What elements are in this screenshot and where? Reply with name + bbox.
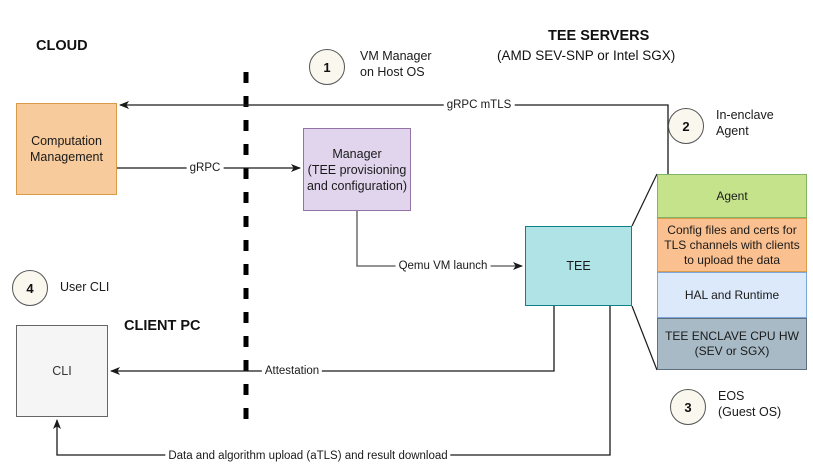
- stack-config-line3: to upload the data: [683, 252, 781, 267]
- stack-cpu-line1: TEE ENCLAVE CPU HW: [665, 329, 799, 343]
- stack-cpu-line2: (SEV or SGX): [694, 344, 770, 358]
- marker-circle-2[interactable]: 2: [668, 108, 704, 144]
- edge-attestation: [110, 306, 555, 375]
- edge-label-qemu-vm-launch: Qemu VM launch: [395, 260, 491, 272]
- heading-tee-servers: TEE SERVERS: [548, 28, 650, 44]
- box-tee[interactable]: TEE: [525, 226, 632, 306]
- box-manager[interactable]: Manager (TEE provisioning and configurat…: [303, 128, 411, 211]
- marker-1-line1: VM Manager: [360, 49, 432, 63]
- edge-label-grpc-mtls: gRPC mTLS: [443, 99, 515, 111]
- marker-2-line1: In-enclave: [716, 108, 774, 122]
- manager-line1: Manager: [332, 146, 382, 161]
- tee-label: TEE: [566, 259, 591, 273]
- marker-1-line2: on Host OS: [360, 65, 425, 80]
- edge-qemu-vm-launch: [356, 211, 523, 270]
- heading-tee-servers-subtitle: (AMD SEV-SNP or Intel SGX): [497, 48, 676, 63]
- box-cli[interactable]: CLI: [16, 325, 108, 417]
- marker-3-line2: (Guest OS): [718, 405, 782, 420]
- stack-agent-label: Agent: [716, 188, 748, 203]
- stack-layer-tee-enclave-cpu-hw[interactable]: TEE ENCLAVE CPU HW (SEV or SGX): [657, 318, 807, 370]
- cli-label: CLI: [52, 364, 72, 378]
- marker-3-number: 3: [684, 399, 692, 415]
- marker-4-number: 4: [26, 280, 34, 296]
- marker-circle-3[interactable]: 3: [670, 389, 706, 425]
- computation-management-line1: Computation: [31, 134, 102, 148]
- heading-cloud: CLOUD: [36, 38, 88, 54]
- edge-label-grpc: gRPC: [186, 162, 224, 174]
- marker-1-number: 1: [323, 59, 331, 75]
- stack-config-line2: TLS channels with clients: [664, 237, 800, 252]
- marker-2-line2: Agent: [716, 124, 749, 139]
- marker-4-label: User CLI: [60, 279, 109, 295]
- stack-layer-config-files[interactable]: Config files and certs for TLS channels …: [657, 218, 807, 272]
- edge-label-data-upload: Data and algorithm upload (aTLS) and res…: [165, 450, 451, 462]
- stack-layer-agent[interactable]: Agent: [657, 174, 807, 218]
- edge-grpc-mtls: [119, 101, 669, 177]
- expand-line-top: [631, 173, 658, 227]
- stack-layer-hal-runtime[interactable]: HAL and Runtime: [657, 272, 807, 318]
- marker-2-label: In-enclave Agent: [716, 107, 774, 140]
- manager-line2: (TEE provisioning: [307, 162, 407, 177]
- expand-line-bottom: [631, 305, 658, 371]
- computation-management-line2: Management: [30, 150, 103, 164]
- heading-client-pc: CLIENT PC: [124, 318, 201, 334]
- marker-3-line1: EOS: [718, 389, 745, 403]
- marker-3-label: EOS (Guest OS): [718, 388, 781, 421]
- marker-circle-4[interactable]: 4: [12, 270, 48, 306]
- manager-line3: and configuration): [306, 178, 408, 193]
- marker-1-label: VM Manager on Host OS: [360, 48, 432, 81]
- stack-hal-label: HAL and Runtime: [684, 287, 780, 302]
- marker-2-number: 2: [682, 118, 690, 134]
- stack-config-line1: Config files and certs for: [667, 222, 797, 237]
- edge-label-attestation: Attestation: [261, 365, 323, 377]
- marker-4-line1: User CLI: [60, 280, 110, 294]
- box-computation-management[interactable]: Computation Management: [16, 103, 117, 195]
- marker-circle-1[interactable]: 1: [309, 49, 345, 85]
